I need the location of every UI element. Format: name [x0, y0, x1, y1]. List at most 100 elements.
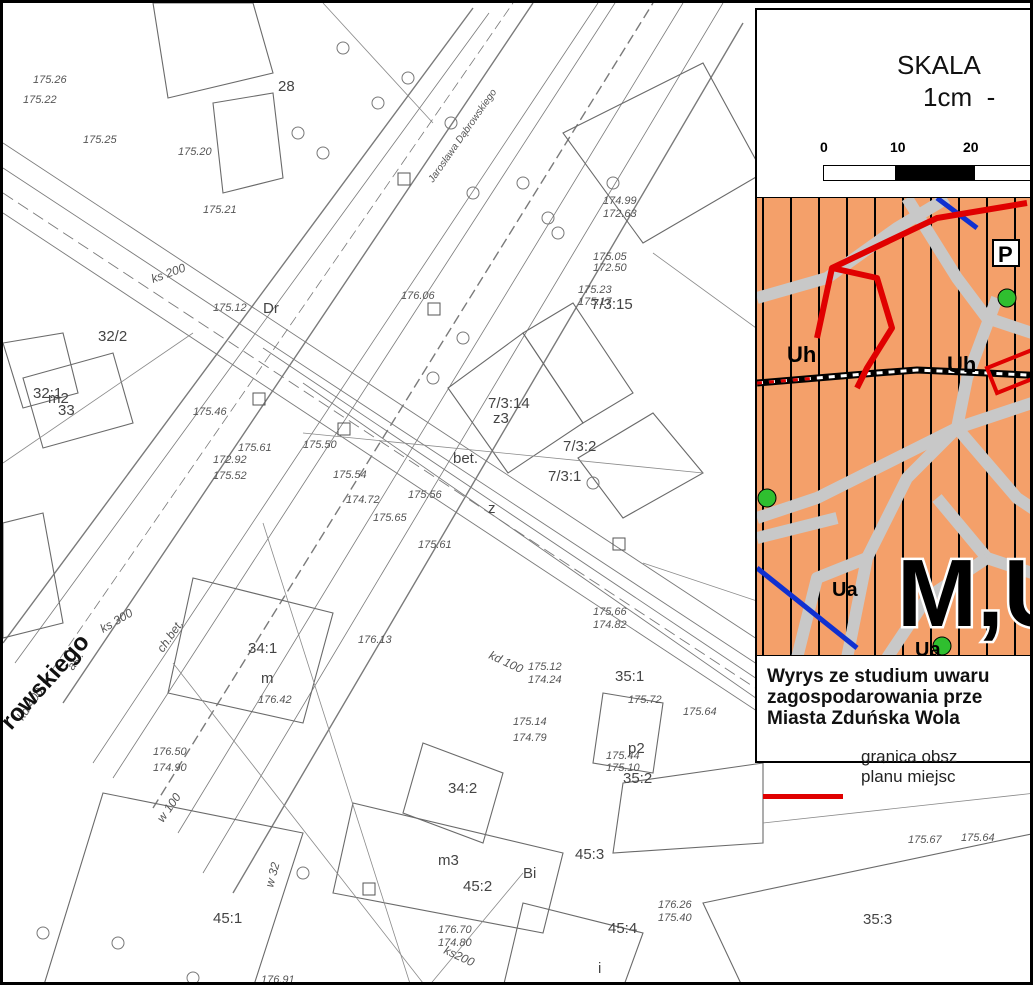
legend-title-line-1: Wyrys ze studium uwaru [767, 666, 990, 687]
utility-label: w 32 [262, 860, 282, 888]
parcel-outline [612, 762, 764, 854]
parcel-outline [577, 412, 704, 519]
cross-street-line [302, 382, 764, 704]
railway-red-segment [757, 376, 818, 385]
parcel-outline [402, 742, 504, 844]
legend-title-line-2: zagospodarowania prze [767, 687, 983, 708]
manhole-symbol [337, 422, 351, 436]
utility-label: kd 100 [487, 648, 526, 676]
tree-symbol [291, 126, 305, 140]
parcel-label: m2 [48, 390, 69, 407]
utility-line [172, 662, 423, 982]
height-mark: 175.17 [578, 296, 613, 308]
height-mark: 176.50 [153, 746, 188, 758]
tree-symbol [316, 146, 330, 160]
manhole-symbol [252, 392, 266, 406]
parcel-label: 33 [58, 402, 75, 419]
parcel-outline [503, 902, 644, 982]
parcel-outline [562, 62, 764, 244]
road-network [757, 198, 1030, 655]
parcel-label: Bi [523, 865, 536, 882]
height-mark: 175.72 [628, 694, 662, 706]
road-segment [757, 512, 839, 544]
scale-subtitle: 1cm - [923, 82, 996, 112]
parcel-label: 35:1 [615, 668, 644, 685]
tree-symbol [36, 926, 50, 940]
road-segment [951, 295, 1003, 430]
height-mark: 176.70 [438, 924, 473, 936]
height-mark: 174.99 [603, 195, 637, 207]
scale-segment-black [896, 165, 974, 181]
utility-line [652, 252, 764, 334]
cross-street-line [3, 142, 764, 644]
height-mark: 174.80 [438, 937, 473, 949]
green-dot [997, 288, 1017, 308]
road-segment [757, 397, 1030, 524]
height-mark: 175.05 [593, 251, 628, 263]
parcel-label: i [598, 960, 601, 977]
zone-fill [757, 198, 1030, 655]
parcel-outline [522, 302, 634, 424]
tree-symbol [371, 96, 385, 110]
parcel-outline [3, 332, 79, 409]
street-name-label: rowskiego [3, 629, 95, 735]
parcel-outline [22, 352, 134, 449]
parcel-label: 34:2 [448, 780, 477, 797]
road-segment [952, 424, 1030, 514]
utility-line [302, 432, 704, 474]
parcel-outline [592, 692, 664, 774]
green-dot [932, 636, 952, 655]
cross-street-line [262, 347, 764, 684]
parcel-outline [152, 3, 274, 99]
height-mark: 174.24 [528, 674, 562, 686]
parking-icon: P [998, 242, 1013, 267]
parcel-label: 32:1 [33, 385, 62, 402]
street-line [3, 7, 474, 644]
scale-panel: SKALA 1cm - 0 10 20 [755, 8, 1030, 200]
legend-boundary-line-icon [763, 794, 843, 799]
manhole-symbol [362, 882, 376, 896]
height-mark: 175.44 [606, 750, 640, 762]
zone-label-ua-2: Ua [915, 639, 941, 658]
height-mark: 174.79 [513, 732, 547, 744]
zone-label-ua-1: Ua [832, 579, 858, 601]
utility-line [762, 793, 1030, 824]
height-mark: 175.40 [658, 912, 693, 924]
height-mark: 175.66 [593, 606, 628, 618]
parcel-label: 7/3:14 [488, 395, 530, 412]
zone-hatching [762, 198, 1016, 655]
parcel-label: 45:4 [608, 920, 637, 937]
parking-icon-box [992, 239, 1020, 267]
legend-item-line-2: planu miejsc [861, 767, 956, 786]
height-mark: 174.90 [153, 762, 188, 774]
road-segment [882, 553, 991, 655]
plan-boundary-line [814, 265, 895, 390]
height-mark: 176.13 [358, 634, 393, 646]
height-mark: 175.23 [578, 284, 613, 296]
height-mark: 174.72 [346, 494, 380, 506]
utility-line [642, 562, 764, 604]
height-mark: 172.63 [603, 208, 638, 220]
parcel-outline [167, 577, 334, 724]
map-linework [3, 3, 1030, 982]
height-mark: 176.91 [261, 974, 295, 985]
cross-street-line [3, 167, 764, 669]
tree-symbol [586, 476, 600, 490]
height-mark: 175.61 [418, 539, 452, 551]
height-mark: 175.22 [23, 94, 57, 106]
legend-item-line-1: granica obsz [861, 747, 958, 766]
tree-symbol [516, 176, 530, 190]
parcel-label: 45:3 [575, 846, 604, 863]
height-mark: 172.92 [213, 454, 247, 466]
utility-label: ks 300 [98, 606, 136, 636]
street-line [14, 12, 490, 664]
height-mark: 176.42 [258, 694, 292, 706]
tree-symbol [541, 211, 555, 225]
height-mark: 175.10 [606, 762, 641, 774]
parcel-label: z [488, 500, 496, 517]
parcel-label: Dr [263, 300, 279, 317]
tree-symbol [444, 116, 458, 130]
utility-line [262, 522, 410, 982]
